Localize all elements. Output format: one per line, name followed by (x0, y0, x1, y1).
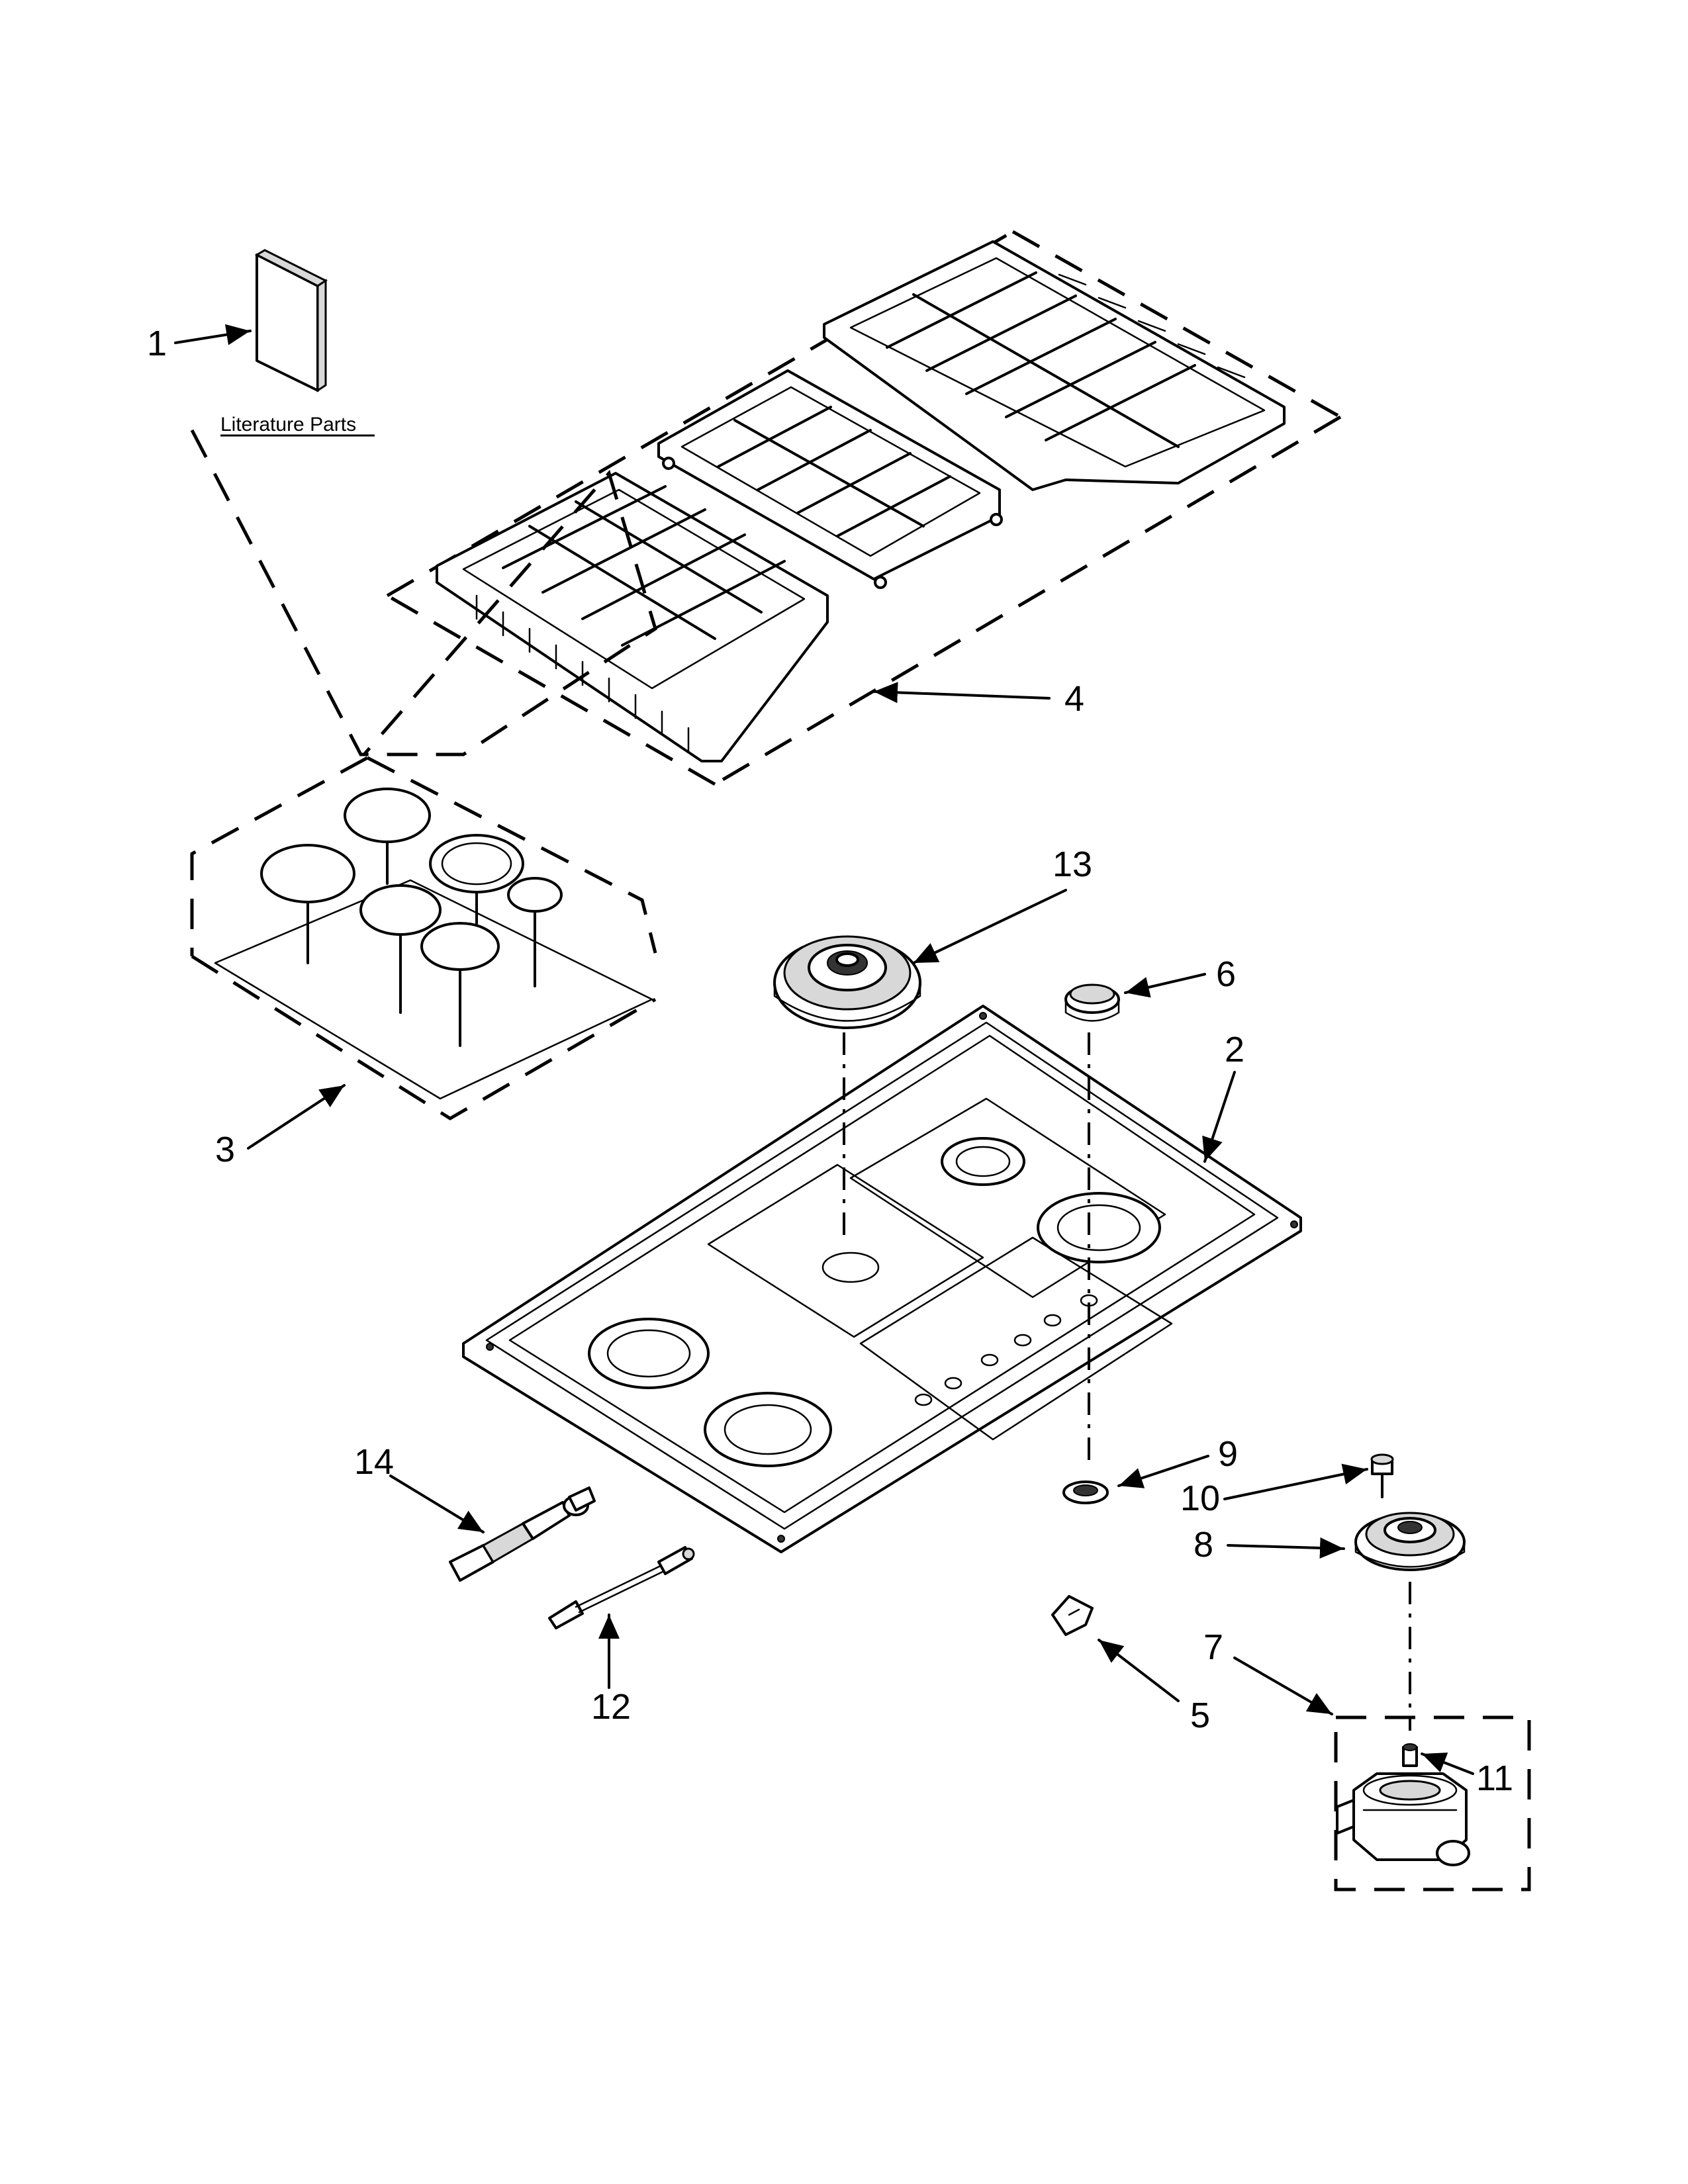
leader-9 (1117, 1455, 1209, 1488)
callout-1: 1 (147, 324, 167, 363)
left-grate[interactable] (436, 472, 829, 762)
mounting-clip[interactable] (1051, 1595, 1094, 1636)
burner-base-boundary (1334, 1715, 1531, 1891)
burner-caps-boundary (190, 429, 657, 756)
leader-4 (872, 682, 1051, 704)
callout-2: 2 (1225, 1030, 1244, 1069)
literature-parts-booklet[interactable] (254, 249, 328, 392)
leader-1 (174, 324, 252, 345)
callout-6: 6 (1216, 954, 1236, 994)
callout-10: 10 (1180, 1479, 1220, 1518)
callout-4: 4 (1064, 679, 1084, 719)
leader-14 (389, 1475, 485, 1533)
small-burner-head[interactable] (1354, 1512, 1466, 1571)
callout-9: 9 (1218, 1434, 1238, 1474)
leader-3 (247, 1084, 346, 1150)
callout-8: 8 (1194, 1525, 1213, 1565)
cooktop-main-top[interactable] (462, 1005, 1302, 1553)
leader-7 (1233, 1657, 1333, 1715)
leader-13 (912, 889, 1067, 964)
callout-13: 13 (1053, 844, 1092, 884)
leader-5 (1098, 1639, 1180, 1702)
middle-grate[interactable] (657, 369, 1003, 589)
orifice-11[interactable] (1402, 1743, 1418, 1767)
callout-12: 12 (591, 1687, 631, 1727)
grommet-cap[interactable] (1064, 983, 1120, 1022)
burner-caps-set[interactable] (190, 756, 657, 1120)
spark-electrode[interactable] (548, 1546, 695, 1629)
spark-igniter[interactable] (449, 1486, 596, 1582)
burner-base-assembly[interactable] (1336, 1772, 1470, 1866)
right-grate[interactable] (823, 240, 1286, 491)
callout-14: 14 (354, 1442, 394, 1482)
callout-11: 11 (1476, 1758, 1513, 1798)
callout-5: 5 (1190, 1696, 1210, 1735)
leader-2 (1202, 1071, 1236, 1163)
leader-8 (1227, 1537, 1345, 1559)
grommet-seal[interactable] (1062, 1480, 1109, 1504)
literature-parts-label: Literature Parts (220, 414, 356, 435)
dual-burner-head[interactable] (773, 935, 921, 1029)
callout-3: 3 (215, 1130, 235, 1169)
leader-11 (1421, 1752, 1474, 1775)
burner-screw[interactable] (1370, 1453, 1394, 1498)
callout-7: 7 (1203, 1627, 1223, 1667)
leader-10 (1223, 1463, 1368, 1500)
leader-6 (1124, 973, 1206, 998)
